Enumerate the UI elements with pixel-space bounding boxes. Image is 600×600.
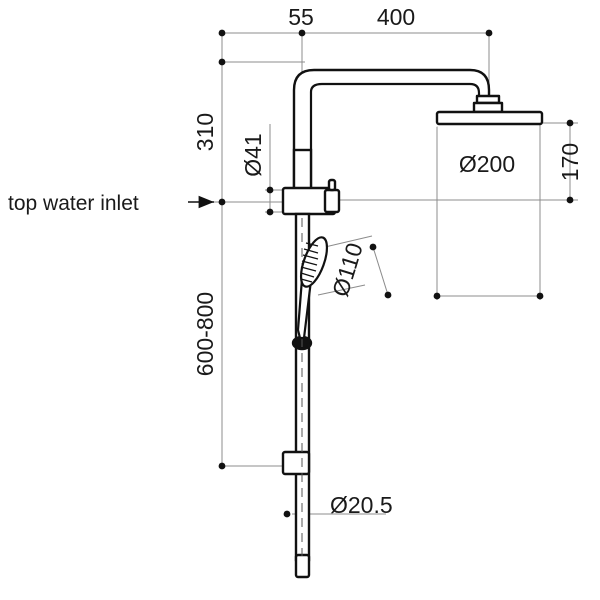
rail-wall-bracket [281, 450, 311, 476]
dimension-slide-range: 600-800 [192, 292, 218, 376]
dimension-overhead-diameter: Ø200 [459, 151, 515, 177]
dimension-endpoint-dots [218, 29, 574, 518]
dimension-rail-diameter: Ø20.5 [330, 492, 393, 518]
hand-shower-group [296, 236, 329, 340]
mixer-body-group [281, 178, 341, 216]
diverter-stem [327, 178, 337, 192]
overhead-shower-head [435, 110, 544, 126]
hand-shower-leader-bottom [317, 284, 366, 296]
annotation-top-water-inlet: top water inlet [8, 192, 139, 215]
dimension-riser-height: 310 [192, 113, 218, 151]
dimension-overhead-drop: 170 [557, 143, 583, 181]
dimension-hand-shower-diameter: Ø110 [327, 240, 368, 300]
shower-arm-outer [292, 68, 491, 200]
dimension-arm-projection: 400 [377, 4, 415, 30]
shower-arm-inner [309, 82, 481, 200]
hand-shower-diameter-dimension-line [372, 246, 389, 296]
dimension-offset-from-wall: 55 [288, 4, 314, 30]
hand-shower-leader-top [324, 235, 373, 248]
hand-shower-head [299, 236, 329, 288]
dimension-riser-diameter: Ø41 [240, 133, 266, 176]
hand-shower-spray-face [300, 242, 319, 283]
